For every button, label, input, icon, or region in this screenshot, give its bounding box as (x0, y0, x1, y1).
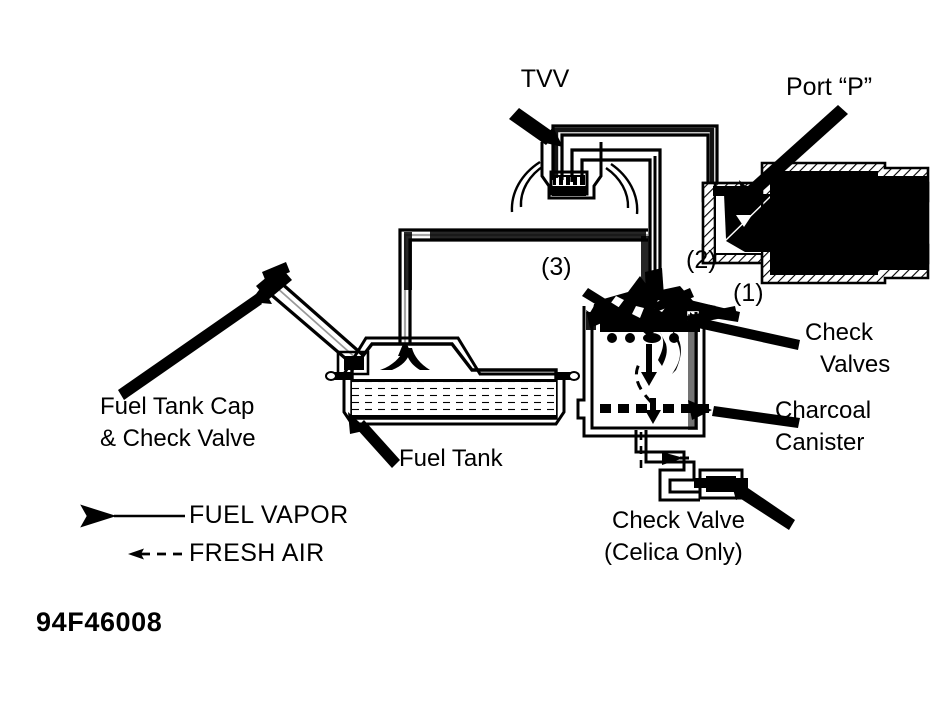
label-check-valves-line1: Check (805, 319, 874, 346)
celica-valve-leader (730, 478, 795, 530)
label-charcoal-line1: Charcoal (775, 397, 872, 424)
label-fuel-tank-cap-line1: Fuel Tank Cap (100, 393, 255, 420)
fuel-tank (325, 336, 580, 426)
label-callout-3: (3) (541, 253, 572, 281)
legend-item-fresh-air-label: FRESH AIR (189, 539, 325, 567)
label-fuel-tank: Fuel Tank (399, 445, 503, 472)
callout-3-leader (582, 288, 620, 316)
callout-1-leader (686, 306, 737, 325)
legend-arrows (80, 504, 185, 560)
tvv-to-port-p-hose (551, 124, 719, 196)
label-callout-1: (1) (733, 279, 764, 307)
fuel-tank-leader (348, 412, 400, 468)
label-port-p: Port “P” (786, 73, 873, 101)
charcoal-canister (576, 306, 709, 438)
label-celica-check-valve-line1: Check Valve (612, 507, 745, 534)
callout-2-leader (652, 288, 694, 312)
label-celica-check-valve-line2: (Celica Only) (604, 539, 743, 566)
fuel-tank-filler-neck (256, 262, 370, 376)
canister-outlet-hose (634, 430, 748, 502)
label-tvv: TVV (520, 65, 570, 93)
tvv-leader (509, 108, 563, 147)
charcoal-canister-leader (688, 400, 800, 428)
label-charcoal-line2: Canister (775, 429, 865, 456)
throttle-body-port-p (701, 161, 930, 285)
port-p-leader (739, 105, 848, 203)
tank-to-checkvalve-hose (398, 228, 650, 360)
tvv-valve-group (510, 142, 639, 215)
label-fuel-tank-cap-line2: & Check Valve (100, 425, 256, 452)
label-callout-2: (2) (686, 246, 717, 274)
fuel-tank-cap-leader (118, 286, 272, 400)
label-check-valves-line2: Valves (820, 351, 891, 378)
legend-item-fuel-vapor-label: FUEL VAPOR (189, 501, 349, 529)
figure-code: 94F46008 (36, 607, 163, 637)
